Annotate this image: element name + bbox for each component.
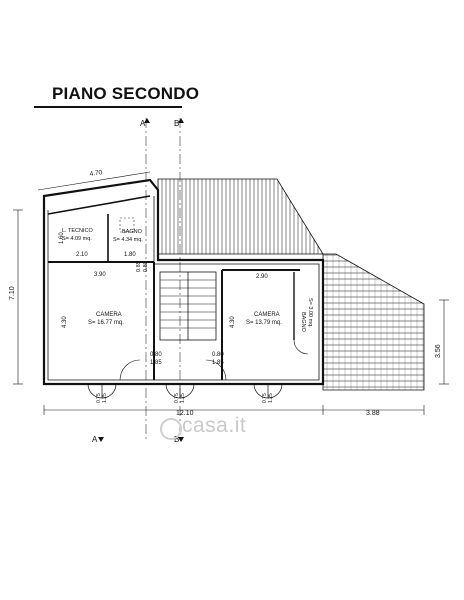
room-bagno2-name: BAGNO [300,312,306,333]
door-swing-camera2 [205,359,227,381]
roof-hatch-right [322,253,425,391]
dim-win2b: 1.25 [180,393,186,403]
dim-bagno-w: 1.80 [124,252,136,258]
dim-win1b: 1.25 [102,393,108,403]
svg-text:A: A [92,435,98,444]
window-arc-1 [87,383,117,399]
dim-small-085: 0.85 [136,261,142,272]
dim-door2-w: 0.80 [212,352,224,358]
dim-door2-h: 1.85 [212,360,224,366]
section-mark-a-bottom: A [92,435,104,444]
door-swing-bagno2 [293,339,309,355]
dim-win1a: 0.75 [96,393,102,403]
room-camera1-name: CAMERA [96,312,122,318]
dim-win2a: 0.75 [174,393,180,403]
svg-text:B: B [174,435,179,444]
dim-camera1-h: 4.30 [62,316,68,328]
svg-text:4.70: 4.70 [89,169,103,178]
dim-door1-h: 1.85 [150,360,162,366]
stair [159,271,217,341]
dim-bottom-right: 3.88 [323,405,425,417]
dim-right-height: 3.56 [435,299,449,385]
room-camera1-area: S= 16.77 mq. [88,320,124,326]
section-mark-b-top: B [174,118,184,128]
plan-title: PIANO SECONDO [52,84,200,103]
svg-text:7.10: 7.10 [9,286,16,300]
watermark-text: casa.it [182,414,247,437]
bagno-shower [119,217,135,233]
room-bagno2-area: S= 3.00 mq. [307,298,313,328]
watermark-icon [160,418,182,440]
room-camera2-name: CAMERA [254,312,280,318]
svg-text:3.56: 3.56 [435,344,442,358]
dim-small-080: 0.80 [143,261,149,272]
dim-door1-w: 0.80 [150,352,162,358]
dim-left-height: 7.10 [9,209,23,385]
svg-text:3.88: 3.88 [366,410,380,417]
room-bagno1-name: BAGNO [122,229,143,235]
room-tecnico-name: L. TECNICO [62,228,93,234]
dim-win3a: 0.75 [262,393,268,403]
dim-tecnico-h: 1.60 [59,232,65,244]
room-tecnico-area: S= 4.09 mq. [62,236,92,242]
roof-hatch-top [157,178,324,255]
dim-win3b: 1.25 [268,393,274,403]
room-camera2-area: S= 13.79 mq. [246,320,282,326]
svg-text:12.10: 12.10 [176,410,194,417]
section-mark-a-top: A [140,118,150,128]
room-bagno1-area: S= 4.34 mq. [113,237,143,243]
dim-camera2-h: 4.30 [230,316,236,328]
dim-camera1-w: 3.90 [94,272,106,278]
svg-text:B: B [174,119,179,128]
svg-text:A: A [140,119,146,128]
window-arc-3 [253,383,283,399]
wall-top-diag [47,195,151,215]
dim-top: 4.70 [37,169,151,191]
dim-tecnico-w: 2.10 [76,252,88,258]
title-underline [34,106,182,108]
window-arc-2 [165,383,195,399]
inner-wall-line [47,196,320,381]
dim-camera2-w: 2.90 [256,274,268,280]
section-mark-b-bottom: B [174,435,184,444]
door-swing-camera1 [119,359,141,381]
outer-wall [42,178,325,386]
